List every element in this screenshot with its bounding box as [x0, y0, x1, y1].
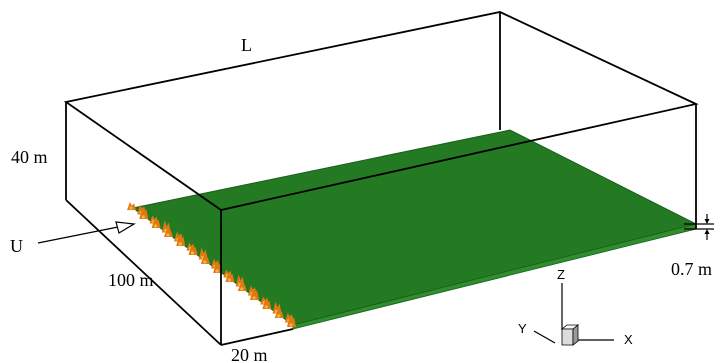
box-edge-bottom-left	[65, 199, 222, 346]
flame-cluster	[186, 242, 196, 251]
flame-cluster	[223, 269, 233, 278]
fire-line	[127, 202, 296, 327]
flame-core	[190, 251, 195, 255]
flame-cluster	[151, 218, 161, 228]
flame-cluster	[127, 202, 136, 210]
axis-triad: Z X Y	[518, 267, 633, 347]
label-length: L	[241, 35, 252, 55]
flame-core	[129, 206, 133, 210]
label-height: 40 m	[11, 147, 48, 167]
flame-core	[154, 224, 158, 228]
flame-core	[289, 323, 293, 327]
axis-label-z: Z	[557, 267, 565, 282]
label-canopy-height: 0.7 m	[671, 259, 712, 279]
flame-cluster	[260, 296, 270, 305]
flame-cluster	[250, 288, 260, 300]
flame-core	[203, 260, 207, 264]
inflow-arrow	[37, 221, 136, 244]
box-edge-bottom-front	[220, 328, 294, 346]
cube-front-face	[561, 328, 574, 346]
box-front-edges	[63, 11, 699, 346]
flame-cluster	[139, 207, 149, 219]
flame-cluster	[262, 299, 272, 309]
flame-cluster	[163, 229, 173, 237]
flame-cluster	[274, 310, 284, 318]
label-fire-line: 20 m	[231, 345, 268, 363]
flame-core	[178, 242, 182, 246]
flame-cluster	[225, 272, 235, 282]
cube-side-face	[572, 324, 579, 346]
canopy-height-marker	[684, 214, 714, 240]
flame-cluster	[287, 315, 296, 327]
flame-core	[227, 278, 232, 282]
flame-cluster	[200, 256, 210, 264]
flame-cluster	[149, 215, 159, 224]
flame-core	[141, 215, 145, 219]
flame-cluster	[188, 245, 198, 255]
flame-core	[166, 233, 170, 237]
flame-core	[277, 314, 281, 318]
flame-core	[264, 305, 268, 309]
flame-cluster	[161, 220, 171, 233]
flame-cluster	[198, 247, 208, 260]
flame-cluster	[237, 283, 247, 291]
flame-cluster	[272, 301, 282, 314]
box-back-edges	[65, 12, 501, 200]
flame-core	[252, 296, 256, 300]
axis-label-x: X	[624, 332, 633, 347]
flame-core	[215, 269, 219, 273]
flame-core	[240, 287, 244, 291]
axis-label-y: Y	[518, 321, 527, 336]
flame-cluster	[235, 274, 245, 287]
label-width: 100 m	[108, 270, 154, 290]
flame-cluster	[213, 261, 223, 273]
y-axis-line	[533, 330, 556, 344]
flame-cluster	[176, 234, 186, 246]
label-inflow: U	[10, 236, 23, 256]
